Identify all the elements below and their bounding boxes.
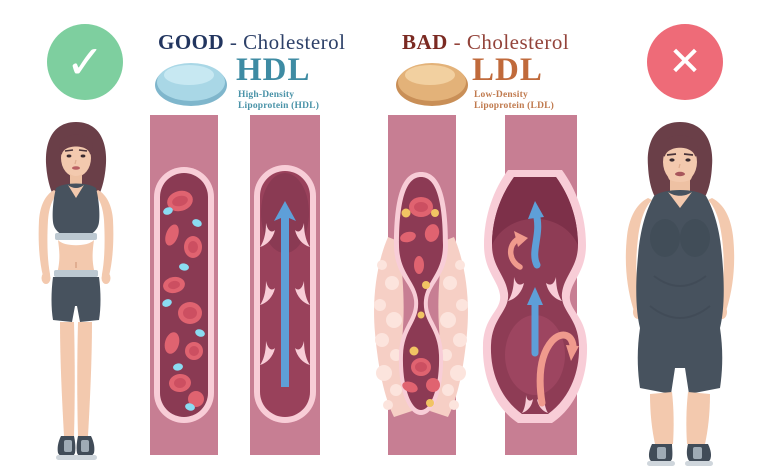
- hdl-subtitle: High-Density Lipoprotein (HDL): [238, 90, 319, 112]
- bad-verdict-badge: ✕: [647, 24, 723, 100]
- neckline: [68, 185, 84, 198]
- hair-fringe: [59, 134, 93, 155]
- sneakers: [647, 444, 713, 466]
- red-blood-cells: [400, 197, 440, 393]
- legs: [60, 322, 92, 436]
- vessel-healthy-hdl-illustration: [150, 115, 218, 455]
- legs: [650, 392, 710, 444]
- face-features: [666, 153, 694, 177]
- hdl-particles: [162, 207, 205, 411]
- hdl-particle-icon: [155, 63, 227, 106]
- vein-valves: [260, 223, 310, 365]
- slim-woman-figure: [38, 122, 114, 460]
- waist: [57, 240, 95, 274]
- ldl-subtitle-line1: Low-Density: [474, 90, 528, 100]
- ldl-particle-icon: [396, 63, 468, 106]
- bra-band: [55, 233, 97, 240]
- arms: [38, 190, 114, 284]
- ldl-abbr: LDL: [472, 52, 543, 88]
- bad-cholesterol-title: BAD - Cholesterol: [402, 30, 569, 55]
- bad-word: BAD: [402, 30, 448, 54]
- sports-bra: [52, 183, 100, 238]
- face-features: [64, 149, 88, 170]
- shorts-waistband: [54, 270, 98, 277]
- hdl-subtitle-line1: High-Density: [238, 90, 295, 100]
- shorts: [637, 328, 723, 394]
- good-cholesterol-title: GOOD - Cholesterol: [158, 30, 345, 55]
- neckline: [668, 192, 692, 208]
- hair-fringe: [662, 135, 698, 157]
- bad-rest: - Cholesterol: [453, 30, 570, 54]
- flow-arrow-icon: [274, 201, 296, 387]
- face: [61, 139, 91, 177]
- top-shading: [649, 219, 711, 319]
- check-icon: ✓: [65, 35, 105, 89]
- ldl-particles: [401, 208, 439, 407]
- shorts: [51, 277, 101, 322]
- vessel-healthy-flow-illustration: [250, 115, 320, 455]
- weak-flow-arrows: [527, 201, 544, 357]
- hdl-subtitle-line2: Lipoprotein (HDL): [238, 100, 320, 111]
- ldl-subtitle: Low-Density Lipoprotein (LDL): [474, 90, 554, 112]
- x-icon: ✕: [668, 39, 702, 85]
- overweight-woman-figure: [625, 122, 735, 466]
- good-verdict-badge: ✓: [47, 24, 123, 100]
- sneakers: [56, 436, 97, 460]
- tank-top: [636, 190, 724, 328]
- good-word: GOOD: [158, 30, 225, 54]
- vessel-clogged-plaque-illustration: [374, 115, 468, 455]
- backflow-arrows: [508, 231, 579, 407]
- ldl-subtitle-line2: Lipoprotein (LDL): [474, 100, 555, 111]
- red-blood-cells: [163, 190, 204, 407]
- good-rest: - Cholesterol: [229, 30, 346, 54]
- hdl-abbr: HDL: [236, 52, 311, 88]
- vessel-damaged-backflow-illustration: [482, 115, 588, 455]
